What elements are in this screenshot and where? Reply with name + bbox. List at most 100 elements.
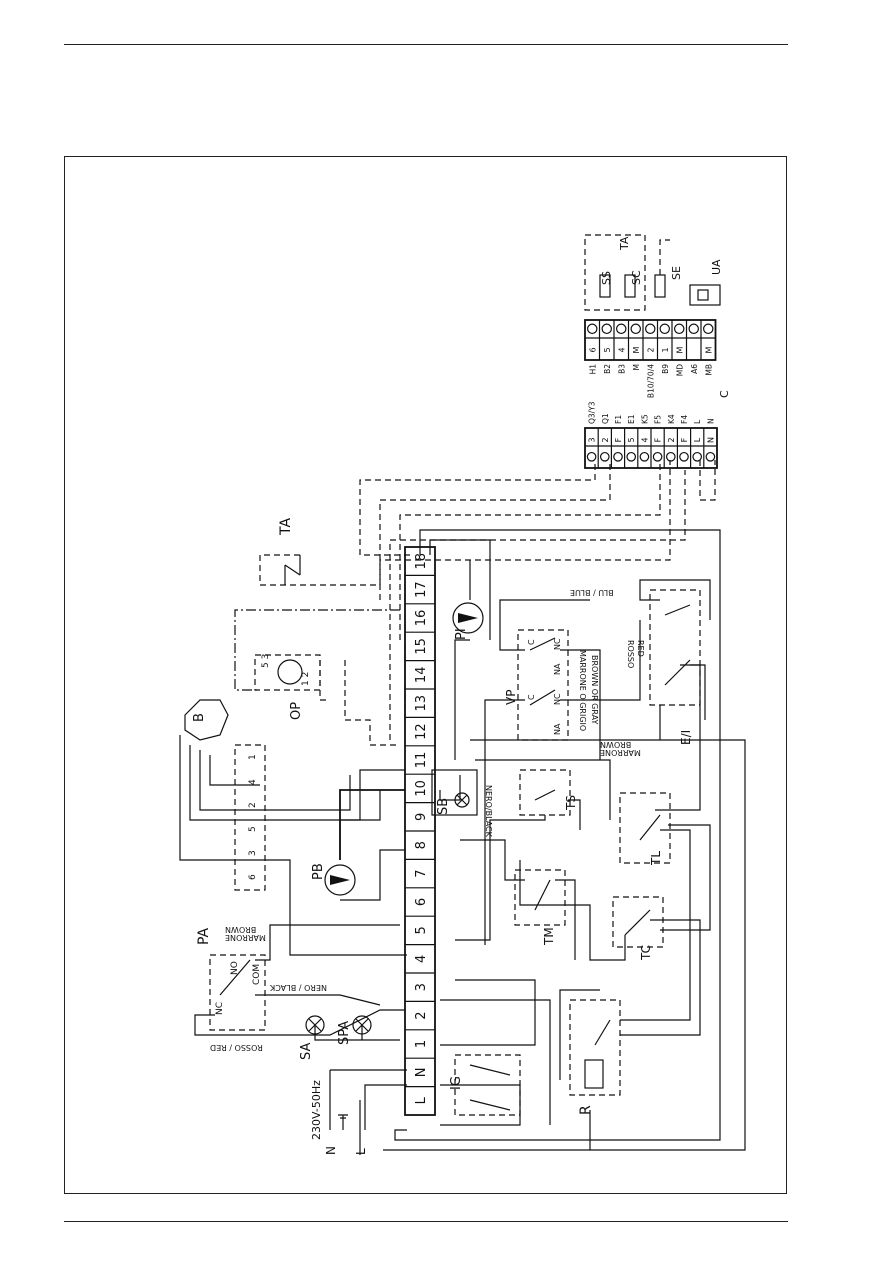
pa-nc: NC xyxy=(215,1002,225,1015)
terminal-cell: L xyxy=(414,1096,429,1104)
wire-red: RED xyxy=(636,640,645,657)
supply-voltage: 230V-50Hz xyxy=(310,1080,323,1140)
wire-marrone-b: MARRONE xyxy=(225,933,266,942)
pi-pump: PI xyxy=(452,602,484,640)
ts-sensor: TS xyxy=(519,769,578,816)
sc-label: SC xyxy=(630,270,643,285)
terminal-cell: 18 xyxy=(414,553,429,570)
screw-terminal xyxy=(688,323,699,335)
wire-rosso-red: ROSSO / RED xyxy=(210,1043,263,1052)
terminal-label: 5 xyxy=(414,926,429,934)
vp-label: VP xyxy=(504,690,518,705)
connector-label: M xyxy=(632,364,641,370)
connector-cell: 3 xyxy=(588,437,597,442)
connector-cell: F xyxy=(654,437,663,442)
ss-label: SS xyxy=(600,271,613,285)
wire-marrone: MARRONE xyxy=(600,748,641,757)
connector-cell: F xyxy=(680,437,689,442)
screw-terminal xyxy=(599,451,610,462)
connector-cell: N xyxy=(706,437,715,443)
sensor-group: SS SC SE UA TA C xyxy=(584,234,731,398)
pi-label: PI xyxy=(454,628,469,640)
connector-cell: 4 xyxy=(640,437,649,442)
connector-cell: 4 xyxy=(617,347,626,352)
wire-blu-blue: BLU / BLUE xyxy=(570,588,614,597)
vp-c1: C xyxy=(527,694,536,700)
wire-nero-black: NERO / BLACK xyxy=(269,983,327,992)
terminal-label: 7 xyxy=(414,869,429,877)
pb-pump: PB xyxy=(311,863,356,896)
connector-label: A6 xyxy=(690,364,699,374)
pa-switch: NC NO COM PA xyxy=(196,927,266,1031)
op-component: 5 3 1 2 OP xyxy=(254,654,321,720)
ts-label: TS xyxy=(564,795,578,811)
vp-na2: NA xyxy=(553,663,562,675)
connector-cell: 2 xyxy=(601,437,610,442)
sb-label: SB xyxy=(436,798,451,815)
vp-nc: NC xyxy=(553,693,562,705)
terminal-label: L xyxy=(414,1096,429,1104)
terminal-cell: 7 xyxy=(414,869,429,877)
connector-label: F5 xyxy=(654,415,663,424)
screw-terminal xyxy=(630,323,641,335)
connector-cell: 6 xyxy=(588,347,597,352)
terminal-label: 6 xyxy=(414,898,429,906)
screw-terminal xyxy=(586,451,597,462)
burner-b: B 1 4 2 5 3 6 xyxy=(184,699,266,891)
spa-label: SPA xyxy=(337,1021,352,1045)
screw-terminal xyxy=(703,323,714,335)
terminal-cell: 12 xyxy=(414,723,429,740)
b-label: B xyxy=(192,713,207,722)
tc-label: TC xyxy=(639,945,653,961)
bottom-rule xyxy=(64,1221,788,1222)
screw-terminal xyxy=(652,451,663,462)
terminal-cell: 4 xyxy=(414,955,429,963)
terminal-label: 12 xyxy=(414,723,429,740)
connector-label: K4 xyxy=(667,414,676,424)
screw-terminal xyxy=(601,323,612,335)
terminal-label: 2 xyxy=(414,1011,429,1019)
terminal-cell: 15 xyxy=(414,638,429,655)
screw-terminal xyxy=(692,451,703,462)
wire-nero-black-2: NERO/BLACK xyxy=(484,785,493,838)
svg-text:1 2: 1 2 xyxy=(301,672,311,686)
svg-text:3: 3 xyxy=(248,850,258,856)
terminal-cell: 17 xyxy=(414,581,429,598)
wire-marrone-grigio: MARRONE O GRIGIO xyxy=(578,650,587,731)
tl-thermostat: TL xyxy=(619,792,671,866)
diagram-frame xyxy=(64,156,787,1194)
vp-c2: C xyxy=(527,639,536,645)
connector-cell: M xyxy=(704,346,713,353)
supply-l: L xyxy=(354,1148,368,1155)
screw-terminal xyxy=(645,323,656,335)
connector-cell: M xyxy=(675,346,684,353)
terminal-cell: 6 xyxy=(414,898,429,906)
connector-cell: L xyxy=(693,437,702,442)
r-label: R xyxy=(578,1105,594,1115)
screw-terminal xyxy=(679,451,689,462)
pb-label: PB xyxy=(311,863,326,880)
vp-valve: C NC NA C NC NA VP xyxy=(504,629,569,741)
ei-switch: E/I xyxy=(649,589,701,745)
terminal-label: 4 xyxy=(414,955,429,963)
spa-lamp: SPA xyxy=(337,1015,372,1045)
svg-text:4: 4 xyxy=(248,779,258,785)
connector-label: N xyxy=(706,418,715,424)
terminal-cell: N xyxy=(414,1068,429,1078)
terminal-label: 1 xyxy=(414,1040,429,1048)
connector-label: B3 xyxy=(617,364,626,374)
pa-com: COM xyxy=(252,964,262,985)
wire-labels: ROSSO / RED NERO / BLACK NERO/BLACK MARR… xyxy=(210,588,645,1052)
screw-terminal xyxy=(639,451,650,462)
screw-terminal xyxy=(626,451,637,462)
terminal-cell: 3 xyxy=(414,983,429,991)
ig-switch: IG xyxy=(449,1054,521,1116)
vp-na: NA xyxy=(553,723,562,735)
connector-label: K5 xyxy=(640,414,649,424)
tl-label: TL xyxy=(649,851,663,866)
tm-label: TM xyxy=(542,927,556,946)
tc-thermostat: TC xyxy=(612,896,664,961)
connector-cell: F xyxy=(614,437,623,442)
